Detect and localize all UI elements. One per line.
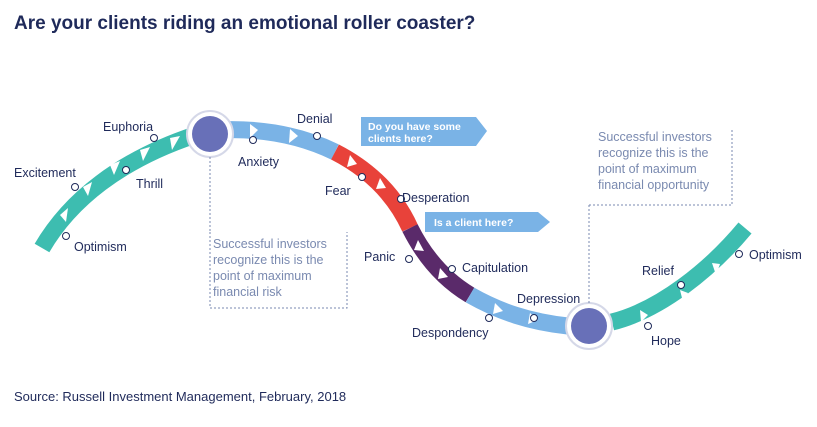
label-fear: Fear — [325, 184, 351, 198]
dot-capitulation — [448, 265, 456, 273]
chevron-mark — [110, 161, 120, 175]
page-title: Are your clients riding an emotional rol… — [14, 13, 476, 34]
label-depression: Depression — [517, 292, 580, 306]
chevron-mark — [250, 124, 258, 138]
dot-desperation — [397, 195, 405, 203]
label-relief: Relief — [642, 264, 674, 278]
dot-excitement — [71, 183, 79, 191]
dot-denial — [313, 132, 321, 140]
source-note: Source: Russell Investment Management, F… — [14, 389, 347, 404]
note-risk-line-3: point of maximum — [213, 269, 312, 283]
chevron-mark — [83, 182, 92, 196]
stage-labels: Optimism Excitement Thrill Euphoria Anxi… — [14, 112, 802, 348]
dot-hope — [644, 322, 652, 330]
label-optimism-end: Optimism — [749, 248, 802, 262]
dot-relief — [677, 281, 685, 289]
chevron-mark — [414, 240, 424, 251]
trough-marker — [565, 302, 613, 350]
callout-middle: Is a client here? — [425, 212, 550, 232]
note-risk-line-2: recognize this is the — [213, 253, 324, 267]
chevron-mark — [289, 129, 298, 143]
note-opportunity-line-3: point of maximum — [598, 162, 697, 176]
chevron-mark — [680, 290, 688, 302]
note-opportunity-line-4: financial opportunity — [598, 178, 710, 192]
track-segment-despondency — [465, 287, 569, 335]
callout-middle-line-1: Is a client here? — [434, 217, 513, 229]
note-risk-line-4: financial risk — [213, 285, 283, 299]
dot-optimism-end — [735, 250, 743, 258]
label-thrill: Thrill — [136, 177, 163, 191]
dashed-guides — [209, 128, 733, 309]
chevron-mark — [376, 178, 386, 189]
chevron-mark — [438, 268, 448, 279]
dot-depression — [530, 314, 538, 322]
callout-top-line-2: clients here? — [368, 133, 433, 145]
dot-anxiety — [249, 136, 257, 144]
label-despondency: Despondency — [412, 326, 489, 340]
dot-despondency — [485, 314, 493, 322]
label-desperation: Desperation — [402, 191, 469, 205]
chevron-mark — [170, 136, 180, 150]
chevron-mark — [60, 208, 68, 222]
label-optimism-start: Optimism — [74, 240, 127, 254]
note-risk: Successful investors recognize this is t… — [213, 237, 327, 299]
stage-dots — [62, 132, 743, 330]
track-segment-recovery — [609, 222, 752, 331]
callout-top-line-1: Do you have some — [368, 121, 461, 133]
label-panic: Panic — [364, 250, 395, 264]
dot-optimism-start — [62, 232, 70, 240]
label-hope: Hope — [651, 334, 681, 348]
dot-euphoria — [150, 134, 158, 142]
note-opportunity-line-2: recognize this is the — [598, 146, 709, 160]
label-capitulation: Capitulation — [462, 261, 528, 275]
chevron-mark — [493, 303, 503, 314]
dot-thrill — [122, 166, 130, 174]
label-denial: Denial — [297, 112, 332, 126]
label-excitement: Excitement — [14, 166, 76, 180]
chevron-mark — [347, 155, 357, 167]
track-chevrons — [60, 124, 720, 324]
peak-marker — [186, 110, 234, 158]
risk-note-bracket — [209, 232, 348, 309]
note-opportunity: Successful investors recognize this is t… — [598, 130, 712, 192]
note-opportunity-line-1: Successful investors — [598, 130, 712, 144]
track-segment-panic — [402, 224, 475, 303]
label-anxiety: Anxiety — [238, 155, 280, 169]
chevron-mark — [712, 263, 720, 275]
track-segment-rise — [34, 126, 198, 253]
note-risk-line-1: Successful investors — [213, 237, 327, 251]
chevron-mark — [140, 147, 150, 161]
dot-panic — [405, 255, 413, 263]
callout-top: Do you have some clients here? — [361, 117, 487, 146]
label-euphoria: Euphoria — [103, 120, 153, 134]
chevron-mark — [640, 310, 648, 322]
dot-fear — [358, 173, 366, 181]
